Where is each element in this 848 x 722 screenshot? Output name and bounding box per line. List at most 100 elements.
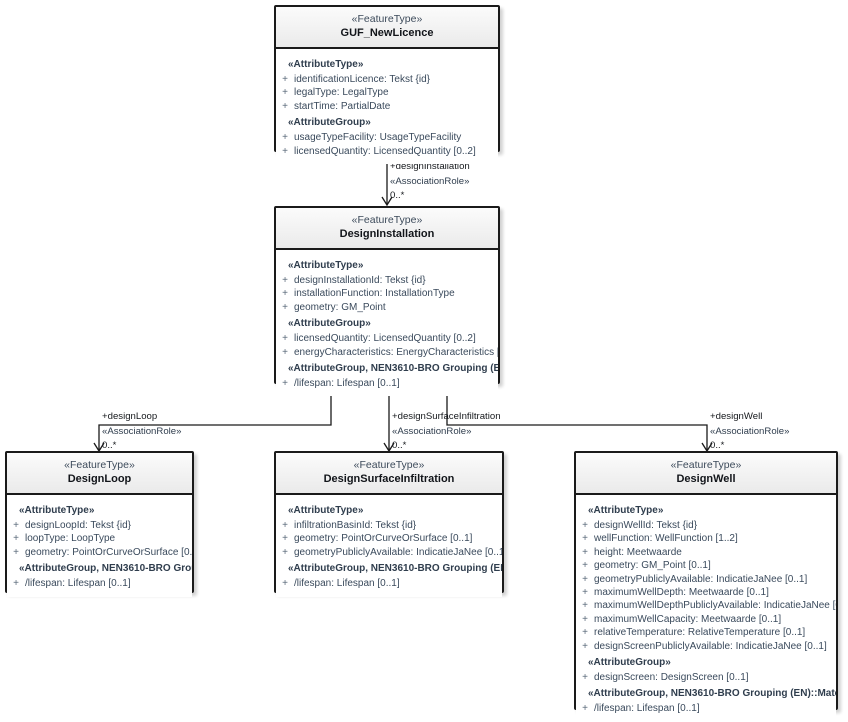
attribute-text: /lifespan: Lifespan [0..1] <box>25 578 131 590</box>
attribute-visibility: + <box>582 627 588 639</box>
attribute-visibility: + <box>582 640 588 652</box>
attribute-visibility: + <box>282 333 288 345</box>
class-body-designloop: «AttributeType» + designLoopId: Tekst {i… <box>7 495 192 597</box>
attribute-visibility: + <box>282 288 288 300</box>
attribute-visibility: + <box>13 520 19 531</box>
class-body-designsurfaceinfiltration: «AttributeType» + infiltrationBasinId: T… <box>276 495 502 597</box>
attribute-text: designScreen: DesignScreen [0..1] <box>594 672 749 684</box>
attribute-text: designWellId: Tekst {id} <box>594 520 698 531</box>
attribute-visibility: + <box>13 533 19 545</box>
attribute-visibility: + <box>582 672 588 684</box>
attribute-group-label: «AttributeType» <box>288 260 364 271</box>
class-box-designsurfaceinfiltration[interactable]: «FeatureType» DesignSurfaceInfiltration … <box>274 451 504 597</box>
attribute-visibility: + <box>282 301 288 313</box>
attribute-text: height: Meetwaarde <box>594 546 682 558</box>
class-box-guf-newlicence[interactable]: «FeatureType» GUF_NewLicence «AttributeT… <box>274 5 500 165</box>
class-header-designsurfaceinfiltration: «FeatureType» DesignSurfaceInfiltration <box>276 453 502 495</box>
class-box-designinstallation[interactable]: «FeatureType» DesignInstallation «Attrib… <box>274 206 500 397</box>
attribute-row: + licensedQuantity: LicensedQuantity [0.… <box>276 332 498 345</box>
class-box-designwell[interactable]: «FeatureType» DesignWell «AttributeType»… <box>574 451 838 722</box>
class-stereotype: «FeatureType» <box>670 459 742 471</box>
attribute-row: + /lifespan: Lifespan [0..1] <box>276 377 498 390</box>
association-multiplicity-designinstallation: 0..* <box>390 190 405 201</box>
attribute-visibility: + <box>582 533 588 545</box>
attribute-visibility: + <box>282 578 288 590</box>
attribute-row: + installationFunction: InstallationType <box>276 287 498 300</box>
attribute-row: + geometryPubliclyAvailable: IndicatieJa… <box>576 573 836 586</box>
attribute-row: + licensedQuantity: LicensedQuantity [0.… <box>276 145 498 158</box>
attribute-text: geometry: GM_Point [0..1] <box>594 560 711 572</box>
attribute-visibility: + <box>282 87 288 99</box>
attribute-visibility: + <box>282 275 288 286</box>
attribute-visibility: + <box>282 100 288 112</box>
attribute-visibility: + <box>582 573 588 585</box>
association-stereotype-designloop: «AssociationRole» <box>102 425 182 437</box>
attribute-visibility: + <box>282 533 288 545</box>
attribute-visibility: + <box>13 546 19 558</box>
attribute-row: + identificationLicence: Tekst {id} <box>276 73 498 86</box>
attribute-group-label: «AttributeType» <box>588 505 664 516</box>
attribute-text: startTime: PartialDate <box>294 100 391 112</box>
attribute-text: usageTypeFacility: UsageTypeFacility <box>294 132 462 144</box>
association-label-designinstallation: +designInstallation «AssociationRole» 0.… <box>390 160 470 204</box>
attribute-text: wellFunction: WellFunction [1..2] <box>594 533 738 545</box>
attribute-text: /lifespan: Lifespan [0..1] <box>294 378 400 390</box>
attribute-row: + geometry: GM_Point <box>276 301 498 314</box>
attribute-text: maximumWellDepth: Meetwaarde [0..1] <box>594 587 769 599</box>
attribute-visibility: + <box>582 613 588 625</box>
attribute-row: + startTime: PartialDate <box>276 100 498 113</box>
class-name: DesignLoop <box>67 473 132 485</box>
association-role-designloop: +designLoop <box>102 411 158 422</box>
attribute-visibility: + <box>582 546 588 558</box>
attribute-text: relativeTemperature: RelativeTemperature… <box>594 627 806 639</box>
class-name: DesignSurfaceInfiltration <box>323 473 455 485</box>
attribute-row: + geometryPubliclyAvailable: IndicatieJa… <box>276 546 502 559</box>
association-stereotype-designsurfaceinfiltration: «AssociationRole» <box>392 425 472 437</box>
attribute-visibility: + <box>282 145 288 157</box>
association-role-designwell: +designWell <box>710 411 763 422</box>
class-stereotype: «FeatureType» <box>64 459 135 471</box>
attribute-text: designInstallationId: Tekst {id} <box>294 275 426 286</box>
attribute-row: + /lifespan: Lifespan [0..1] <box>7 577 192 590</box>
attribute-visibility: + <box>582 703 588 715</box>
attribute-row: + maximumWellDepthPubliclyAvailable: Ind… <box>576 599 836 612</box>
attribute-row: + usageTypeFacility: UsageTypeFacility <box>276 131 498 144</box>
attribute-row: + designScreenPubliclyAvailable: Indicat… <box>576 640 836 653</box>
attribute-text: geometryPubliclyAvailable: IndicatieJaNe… <box>594 573 808 585</box>
class-name: DesignInstallation <box>339 228 435 240</box>
class-box-designloop[interactable]: «FeatureType» DesignLoop «AttributeType»… <box>5 451 194 597</box>
attribute-row: + height: Meetwaarde <box>576 546 836 559</box>
attribute-row: + geometry: PointOrCurveOrSurface [0..1] <box>7 546 192 559</box>
attribute-group-label: «AttributeGroup, NEN3610-BRO Groupin... <box>19 563 192 575</box>
class-body-guf-newlicence: «AttributeType» + identificationLicence:… <box>276 49 498 165</box>
attribute-visibility: + <box>582 560 588 572</box>
attribute-text: installationFunction: InstallationType <box>294 288 455 300</box>
attribute-visibility: + <box>282 378 288 390</box>
attribute-group-label: «AttributeType» <box>288 505 364 516</box>
association-multiplicity-designsurfaceinfiltration: 0..* <box>392 440 407 451</box>
attribute-text: geometry: PointOrCurveOrSurface [0..1] <box>25 546 192 558</box>
attribute-text: designScreenPubliclyAvailable: Indicatie… <box>594 640 827 652</box>
attribute-visibility: + <box>582 587 588 599</box>
attribute-text: legalType: LegalType <box>294 87 389 99</box>
attribute-text: /lifespan: Lifespan [0..1] <box>594 703 700 715</box>
attribute-row: + designWellId: Tekst {id} <box>576 519 836 532</box>
class-header-designwell: «FeatureType» DesignWell <box>576 453 836 495</box>
attribute-group-label: «AttributeType» <box>288 59 364 70</box>
attribute-row: + relativeTemperature: RelativeTemperatu… <box>576 626 836 639</box>
class-stereotype: «FeatureType» <box>351 13 423 25</box>
attribute-row: + maximumWellCapacity: Meetwaarde [0..1] <box>576 613 836 626</box>
class-header-designloop: «FeatureType» DesignLoop <box>7 453 192 495</box>
attribute-text: /lifespan: Lifespan [0..1] <box>294 578 400 590</box>
class-body-designwell: «AttributeType» + designWellId: Tekst {i… <box>576 495 836 722</box>
attribute-text: maximumWellCapacity: Meetwaarde [0..1] <box>594 613 782 625</box>
attribute-group-label: «AttributeGroup, NEN3610-BRO Grouping (E… <box>588 688 836 700</box>
attribute-text: energyCharacteristics: EnergyCharacteris… <box>294 346 498 358</box>
attribute-row: + designInstallationId: Tekst {id} <box>276 274 498 287</box>
attribute-text: designLoopId: Tekst {id} <box>25 520 132 531</box>
attribute-row: + /lifespan: Lifespan [0..1] <box>276 577 502 590</box>
attribute-group-label: «AttributeGroup» <box>288 318 371 330</box>
attribute-text: geometry: PointOrCurveOrSurface [0..1] <box>294 533 473 545</box>
association-label-designsurfaceinfiltration: +designSurfaceInfiltration «AssociationR… <box>392 410 501 454</box>
attribute-visibility: + <box>282 74 288 85</box>
